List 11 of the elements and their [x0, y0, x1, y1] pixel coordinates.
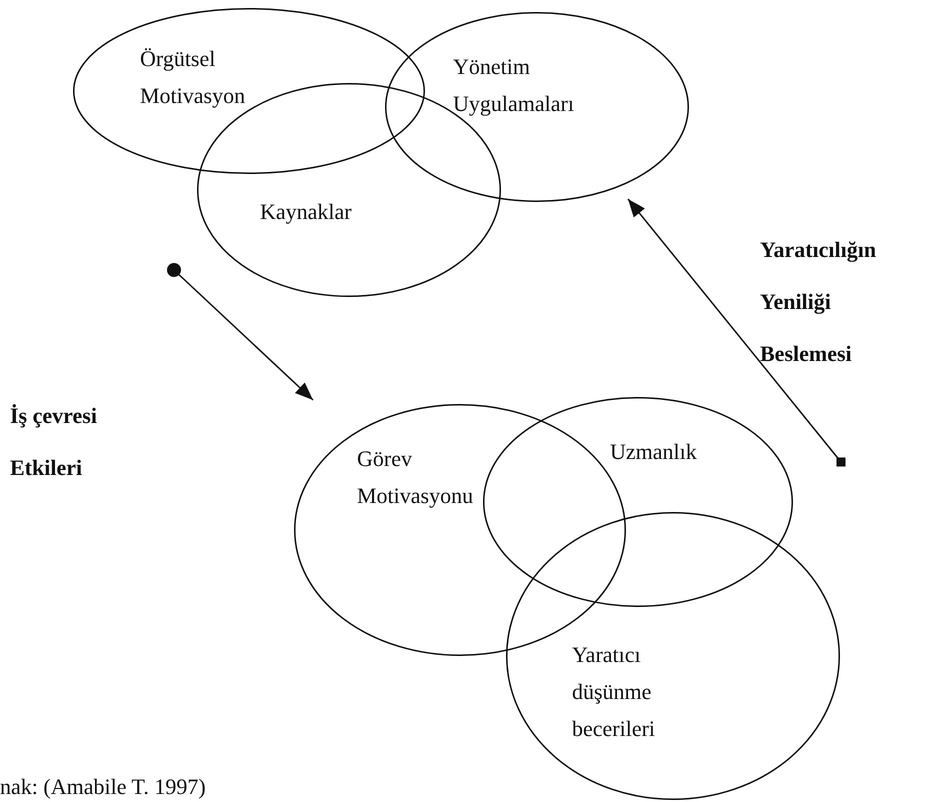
arrow — [627, 198, 846, 466]
annotation-label: İş çevresi Etkileri — [10, 402, 98, 482]
node-label: Örgütsel Motivasyon — [140, 45, 246, 110]
node-label: Görev Motivasyonu — [357, 445, 474, 510]
source-caption: nak: (Amabile T. 1997) — [0, 774, 206, 800]
node-label: Kaynaklar — [260, 198, 353, 226]
annotation-label: Yaratıcılığın Yeniliği Beslemesi — [760, 236, 878, 368]
node-label: Yönetim Uygulamaları — [453, 53, 575, 118]
node-label: Yaratıcı düşünme becerileri — [572, 641, 656, 743]
node-label: Uzmanlık — [610, 438, 698, 466]
arrow — [167, 263, 314, 401]
